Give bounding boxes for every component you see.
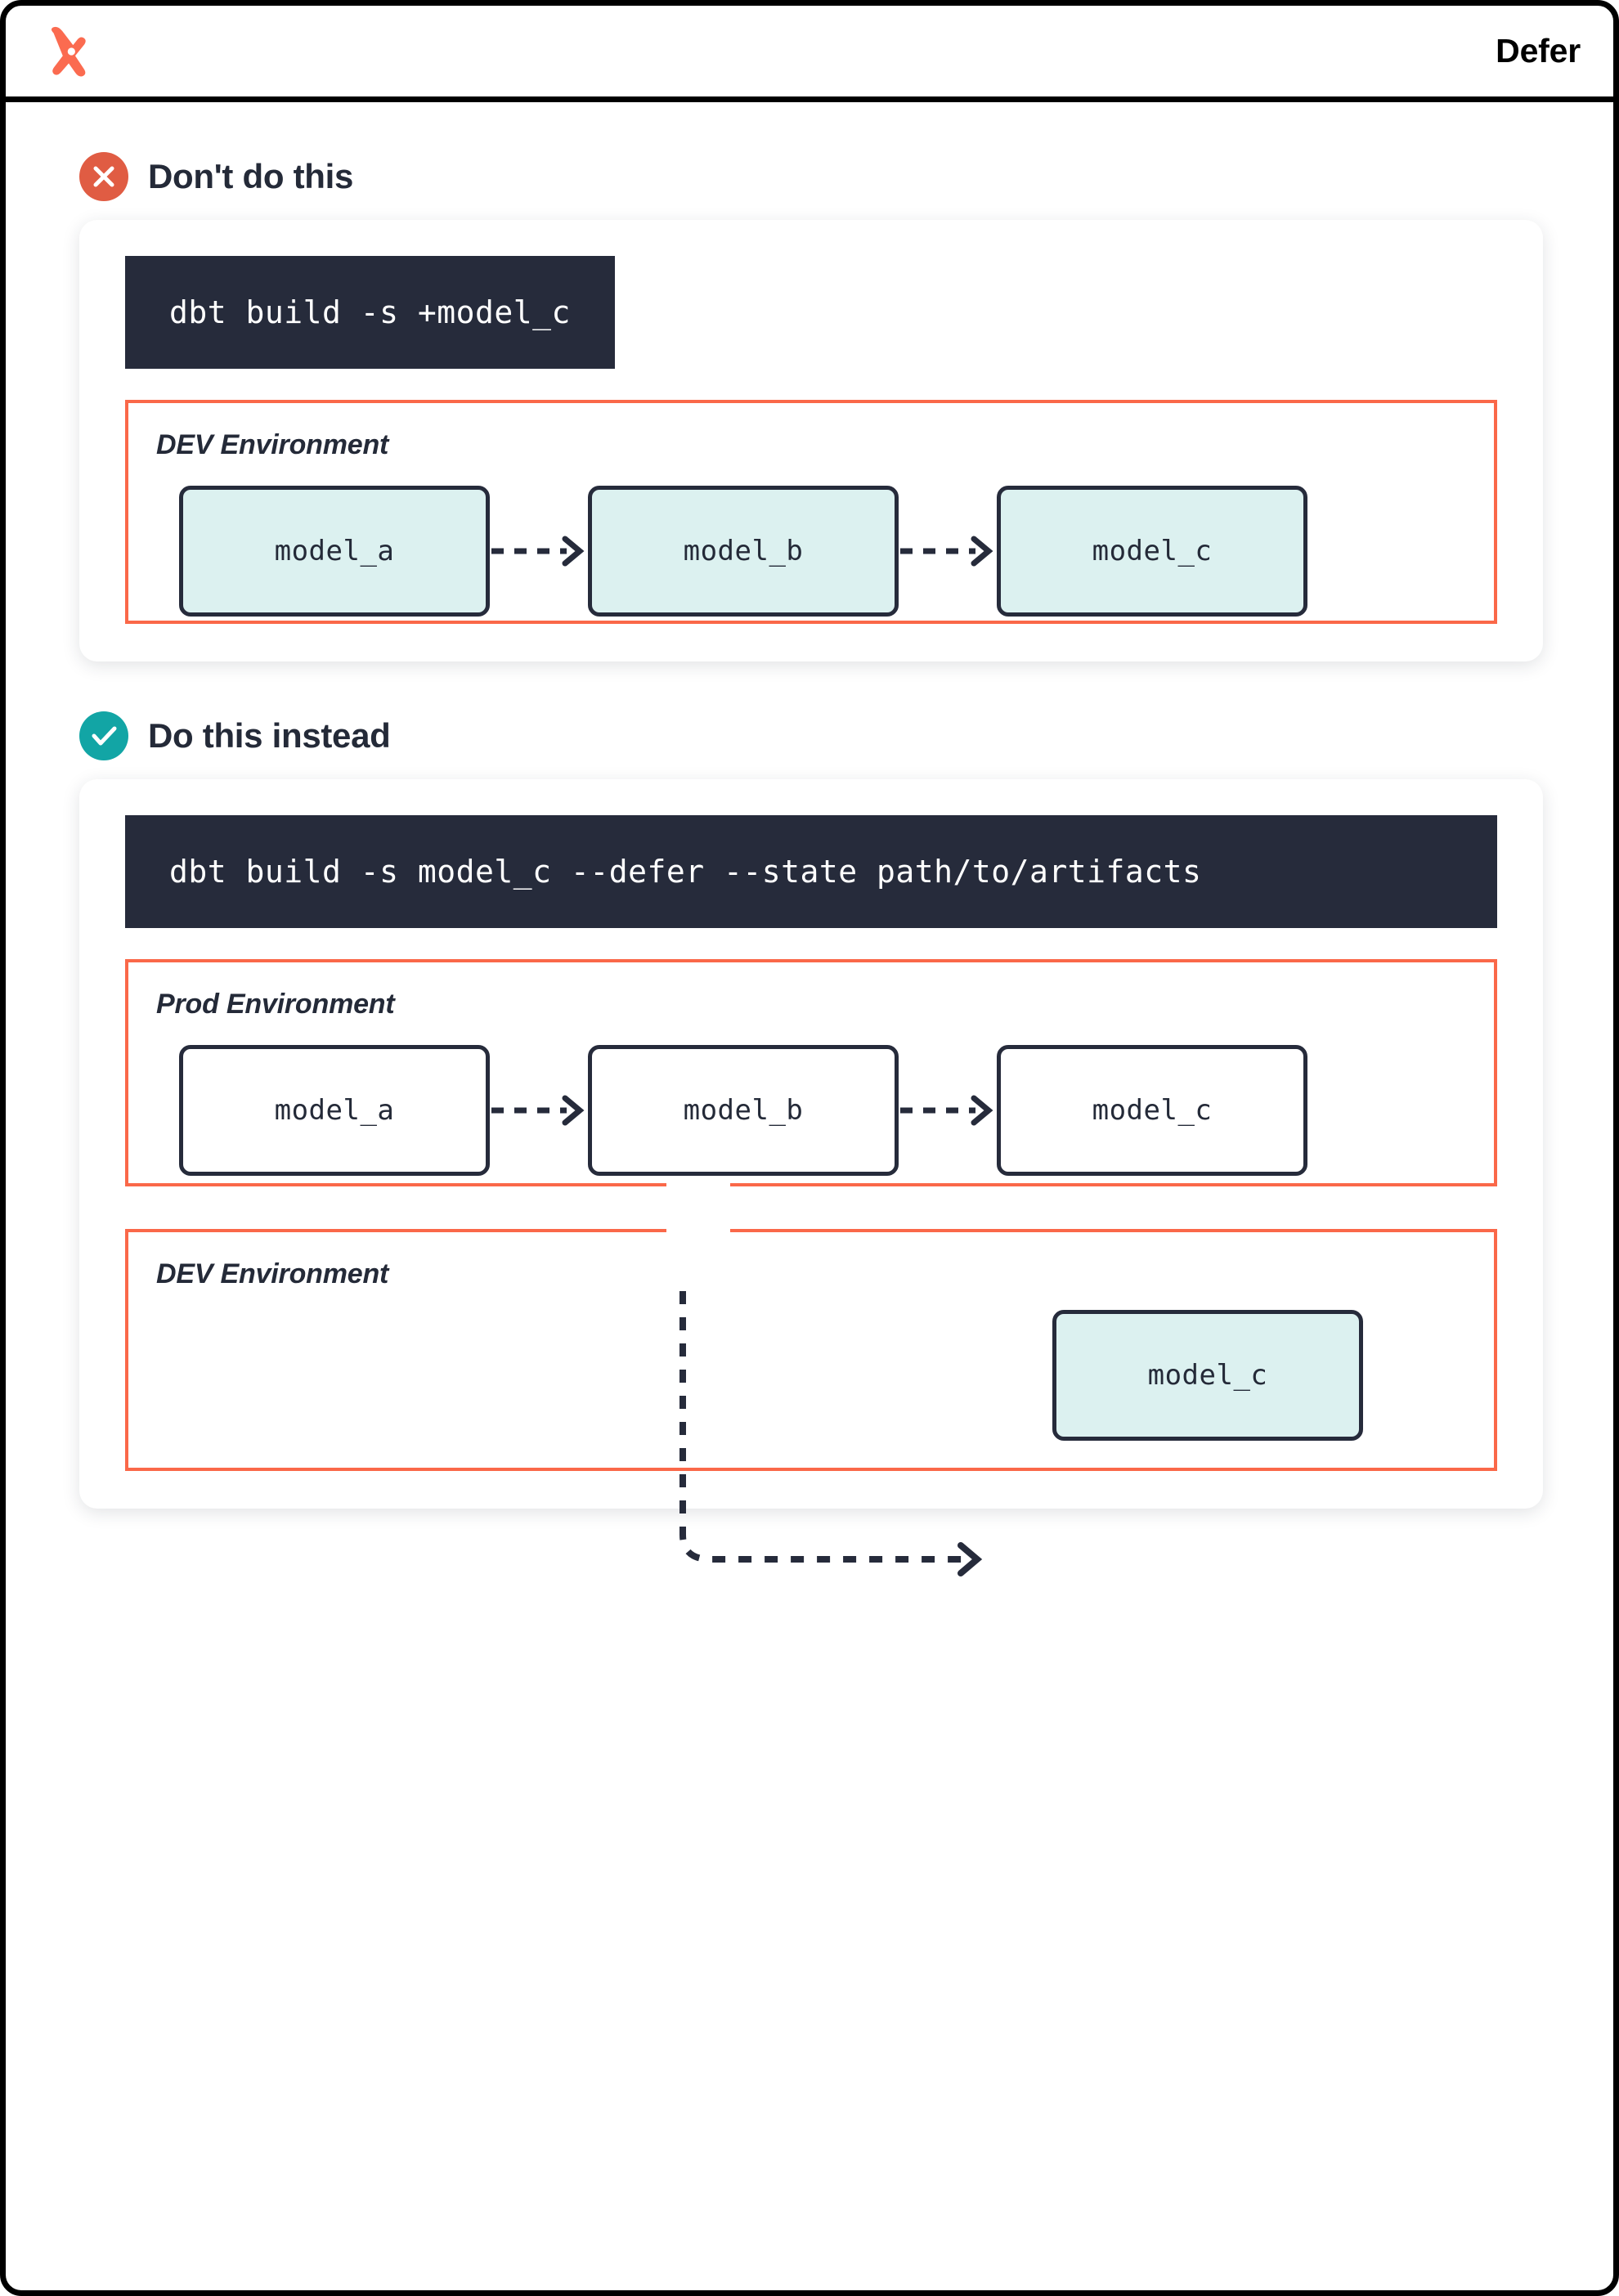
- env-label-dev-do: DEV Environment: [156, 1258, 389, 1289]
- card-do: dbt build -s model_c --defer --state pat…: [79, 779, 1543, 1576]
- node-row-dont: model_a model_b: [128, 461, 1494, 617]
- dbt-logo-icon: [45, 25, 99, 78]
- card-inner-do: dbt build -s model_c --defer --state pat…: [79, 815, 1543, 1576]
- node-row-prod: model_a model_b: [128, 1020, 1494, 1176]
- page-header: Defer: [6, 6, 1613, 102]
- page-body: Don't do this dbt build -s +model_c DEV …: [6, 102, 1613, 1576]
- command-code-block-dont: dbt build -s +model_c: [125, 256, 615, 369]
- card-inner-dont: dbt build -s +model_c DEV Environment mo…: [79, 256, 1543, 624]
- section-dont-do-this: Don't do this dbt build -s +model_c DEV …: [43, 102, 1576, 661]
- section-do-this-instead: Do this instead dbt build -s model_c --d…: [43, 661, 1576, 1576]
- model-node-b: model_b: [588, 486, 899, 617]
- node-row-dev-do: model_c: [128, 1290, 1494, 1441]
- env-prod-bottom-border-right: [730, 1183, 1497, 1186]
- x-circle-icon: [79, 152, 128, 201]
- model-node-prod-b: model_b: [588, 1045, 899, 1176]
- env-box-dev-dont: DEV Environment model_a model_b: [125, 400, 1497, 624]
- env-label-prod: Prod Environment: [156, 989, 395, 1020]
- arrow-a-to-b-icon: [490, 535, 588, 567]
- section-header-do: Do this instead: [43, 661, 1576, 761]
- model-node-a: model_a: [179, 486, 490, 617]
- env-box-prod: Prod Environment model_a model_b: [125, 959, 1497, 1186]
- model-node-c: model_c: [997, 486, 1307, 617]
- model-node-dev-c: model_c: [1052, 1310, 1363, 1441]
- arrow-prod-b-to-c-icon: [899, 1094, 997, 1127]
- env-prod-bottom-border-left: [125, 1183, 666, 1186]
- check-circle-icon: [79, 711, 128, 760]
- model-node-prod-a: model_a: [179, 1045, 490, 1176]
- env-label-dev-dont: DEV Environment: [156, 429, 389, 460]
- env-dev-top-border-left: [125, 1229, 666, 1232]
- section-title-dont: Don't do this: [148, 157, 354, 195]
- arrow-prod-a-to-b-icon: [490, 1094, 588, 1127]
- command-code-block-do: dbt build -s model_c --defer --state pat…: [125, 815, 1497, 928]
- card-dont: dbt build -s +model_c DEV Environment mo…: [79, 220, 1543, 661]
- section-header-dont: Don't do this: [43, 102, 1576, 202]
- page-title: Defer: [1496, 32, 1581, 70]
- model-node-prod-c: model_c: [997, 1045, 1307, 1176]
- arrow-b-to-c-icon: [899, 535, 997, 567]
- section-title-do: Do this instead: [148, 716, 391, 755]
- env-dev-top-border-right: [730, 1229, 1497, 1232]
- env-box-dev-do: DEV Environment model_c: [125, 1229, 1497, 1471]
